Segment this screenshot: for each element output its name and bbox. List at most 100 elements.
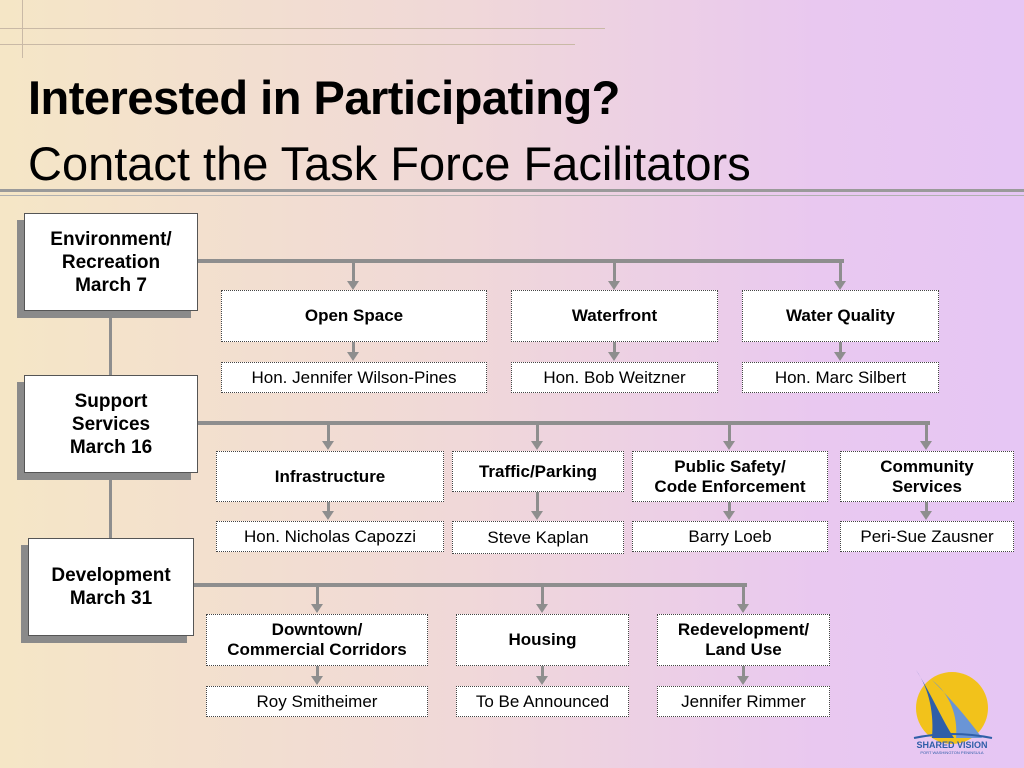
- title-rule: [0, 189, 1024, 192]
- drop-connector: [613, 259, 616, 281]
- group-box-environment: Environment/ Recreation March 7: [24, 213, 198, 311]
- topic-box: Redevelopment/ Land Use: [657, 614, 830, 666]
- topic-label: Public Safety/ Code Enforcement: [654, 456, 806, 496]
- topic-box: Community Services: [840, 451, 1014, 502]
- arrow-icon: [737, 676, 749, 685]
- slide-subtitle: Contact the Task Force Facilitators: [28, 137, 751, 190]
- topic-label: Housing: [508, 630, 577, 649]
- shared-vision-logo: SHARED VISION PORT WASHINGTON PENINSULA: [913, 670, 993, 755]
- topic-box: Housing: [456, 614, 629, 666]
- arrow-icon: [322, 511, 334, 520]
- arrow-icon: [311, 604, 323, 613]
- group-label: Development March 31: [51, 565, 171, 609]
- topic-label: Redevelopment/ Land Use: [677, 620, 810, 659]
- drop-connector: [316, 666, 319, 676]
- drop-connector: [728, 421, 731, 441]
- topic-label: Infrastructure: [274, 466, 386, 486]
- facilitator-name: Hon. Marc Silbert: [774, 367, 907, 387]
- facilitator-name: Steve Kaplan: [487, 527, 589, 547]
- facilitator-name: Peri-Sue Zausner: [860, 526, 994, 546]
- arrow-icon: [737, 604, 749, 613]
- arrow-icon: [536, 676, 548, 685]
- logo-sail-icon: [916, 670, 954, 738]
- group-label: Support Services March 16: [69, 390, 153, 458]
- arrow-icon: [834, 352, 846, 361]
- drop-connector: [536, 421, 539, 441]
- group-label: Environment/ Recreation March 7: [50, 228, 172, 296]
- group-box-support-services: Support Services March 16: [24, 375, 198, 473]
- arrow-icon: [311, 676, 323, 685]
- title-rule-thin: [0, 195, 1024, 196]
- bus-connector: [196, 421, 930, 425]
- facilitator-name: To Be Announced: [475, 691, 610, 711]
- facilitator-name: Hon. Nicholas Capozzi: [244, 526, 416, 546]
- drop-connector: [925, 421, 928, 441]
- arrow-icon: [347, 352, 359, 361]
- bus-connector: [192, 583, 747, 587]
- arrow-icon: [531, 441, 543, 450]
- drop-connector: [536, 492, 539, 511]
- drop-connector: [925, 502, 928, 511]
- arrow-icon: [322, 441, 334, 450]
- bus-connector: [196, 259, 844, 263]
- topic-box: Water Quality: [742, 290, 939, 342]
- drop-connector: [613, 342, 616, 352]
- topic-box: Public Safety/ Code Enforcement: [632, 451, 828, 502]
- decor-line: [0, 28, 605, 29]
- arrow-icon: [920, 511, 932, 520]
- group-box-development: Development March 31: [28, 538, 194, 636]
- slide-title: Interested in Participating?: [28, 71, 620, 124]
- drop-connector: [742, 583, 745, 604]
- arrow-icon: [723, 511, 735, 520]
- topic-box: Infrastructure: [216, 451, 444, 502]
- decor-line: [22, 0, 23, 58]
- arrow-icon: [608, 281, 620, 290]
- logo-subtext: PORT WASHINGTON PENINSULA: [920, 750, 984, 755]
- topic-label: Downtown/ Commercial Corridors: [227, 620, 407, 659]
- facilitator-box: Hon. Bob Weitzner: [511, 362, 718, 393]
- drop-connector: [352, 342, 355, 352]
- topic-label: Waterfront: [571, 306, 658, 325]
- facilitator-box: Peri-Sue Zausner: [840, 521, 1014, 552]
- arrow-icon: [608, 352, 620, 361]
- drop-connector: [541, 666, 544, 676]
- facilitator-box: Barry Loeb: [632, 521, 828, 552]
- drop-connector: [541, 583, 544, 604]
- facilitator-box: Hon. Jennifer Wilson-Pines: [221, 362, 487, 393]
- topic-label: Open Space: [304, 306, 404, 325]
- facilitator-box: To Be Announced: [456, 686, 629, 717]
- facilitator-box: Roy Smitheimer: [206, 686, 428, 717]
- drop-connector: [839, 342, 842, 352]
- arrow-icon: [347, 281, 359, 290]
- arrow-icon: [536, 604, 548, 613]
- topic-label: Community Services: [880, 456, 974, 496]
- logo-wave-icon: [913, 733, 993, 739]
- topic-box: Traffic/Parking: [452, 451, 624, 492]
- drop-connector: [327, 421, 330, 441]
- topic-box: Open Space: [221, 290, 487, 342]
- logo-sail-icon: [932, 680, 982, 738]
- arrow-icon: [723, 441, 735, 450]
- drop-connector: [352, 259, 355, 281]
- topic-label: Traffic/Parking: [478, 461, 598, 481]
- facilitator-name: Hon. Bob Weitzner: [543, 367, 686, 387]
- drop-connector: [728, 502, 731, 511]
- topic-box: Downtown/ Commercial Corridors: [206, 614, 428, 666]
- facilitator-box: Jennifer Rimmer: [657, 686, 830, 717]
- arrow-icon: [531, 511, 543, 520]
- facilitator-box: Hon. Marc Silbert: [742, 362, 939, 393]
- facilitator-name: Roy Smitheimer: [256, 691, 378, 711]
- arrow-icon: [834, 281, 846, 290]
- topic-label: Water Quality: [786, 306, 895, 325]
- arrow-icon: [920, 441, 932, 450]
- facilitator-name: Barry Loeb: [688, 526, 772, 546]
- drop-connector: [316, 583, 319, 604]
- facilitator-box: Steve Kaplan: [452, 521, 624, 554]
- facilitator-box: Hon. Nicholas Capozzi: [216, 521, 444, 552]
- drop-connector: [327, 502, 330, 511]
- facilitator-name: Hon. Jennifer Wilson-Pines: [251, 367, 457, 387]
- decor-line: [0, 44, 575, 45]
- drop-connector: [839, 259, 842, 281]
- topic-box: Waterfront: [511, 290, 718, 342]
- facilitator-name: Jennifer Rimmer: [681, 691, 806, 711]
